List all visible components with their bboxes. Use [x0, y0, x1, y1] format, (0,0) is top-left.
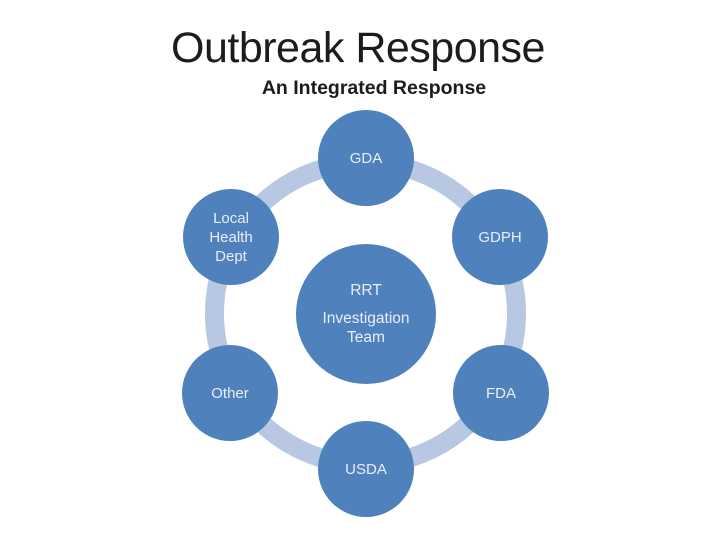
node-rrt-investigation-team: RRT Investigation Team: [296, 244, 436, 384]
node-usda-label: USDA: [345, 460, 387, 478]
slide-title: Outbreak Response: [171, 24, 545, 72]
center-node-line1: RRT: [350, 282, 382, 299]
node-fda-label: FDA: [486, 384, 516, 402]
slide-subtitle: An Integrated Response: [261, 77, 487, 99]
node-gdph: GDPH: [452, 189, 548, 285]
node-gdph-label: GDPH: [478, 228, 522, 246]
node-gda-label: GDA: [349, 149, 383, 167]
node-other: Other: [182, 345, 278, 441]
node-local-health-dept-label: Local Health Dept: [209, 209, 253, 265]
node-fda: FDA: [453, 345, 549, 441]
node-usda: USDA: [318, 421, 414, 517]
node-other-label: Other: [211, 384, 249, 402]
center-node-line2: Investigation Team: [322, 310, 410, 346]
node-gda: GDA: [318, 110, 414, 206]
node-local-health-dept: Local Health Dept: [183, 189, 279, 285]
